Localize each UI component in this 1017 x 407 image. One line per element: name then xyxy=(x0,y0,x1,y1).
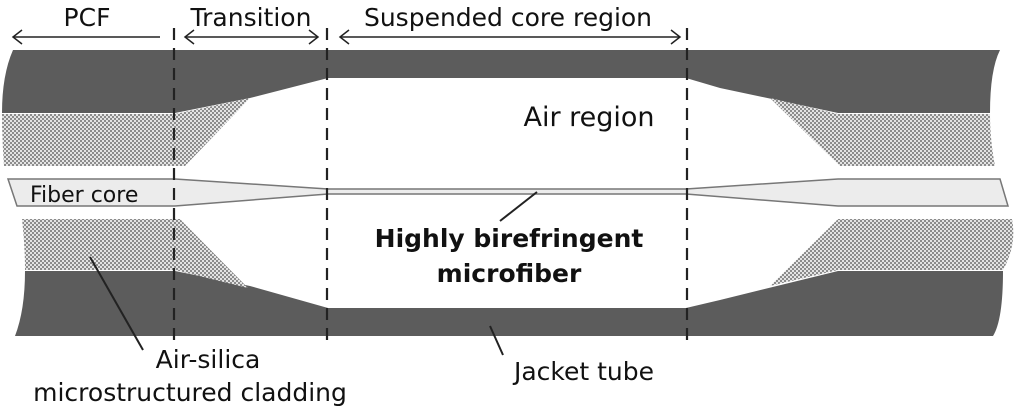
cladding-top-left xyxy=(2,98,250,166)
transition-span-arrow xyxy=(183,29,320,45)
cladding-bottom-right xyxy=(770,219,1014,286)
cladding-leader-line xyxy=(89,256,144,351)
region-label-suspended: Suspended core region xyxy=(364,3,652,32)
suspended-span-arrow xyxy=(338,29,682,45)
jacket-tube-label: Jacket tube xyxy=(512,357,654,386)
cladding-bottom-left xyxy=(22,219,248,288)
jacket-tube-bottom xyxy=(15,271,1003,336)
microfiber-leader-line xyxy=(499,191,538,222)
cladding-label-line2: microstructured cladding xyxy=(33,378,347,407)
pcf-span-arrow xyxy=(11,29,160,45)
fiber-core xyxy=(6,178,1010,207)
microfiber-label-line2: microfiber xyxy=(437,259,582,288)
region-label-pcf: PCF xyxy=(64,3,111,32)
air-region-label: Air region xyxy=(523,102,654,133)
cladding-label-line1: Air-silica xyxy=(156,345,261,374)
cladding-top-right xyxy=(770,98,995,166)
jacket-leader-line xyxy=(489,325,504,356)
region-label-transition: Transition xyxy=(190,3,312,32)
jacket-tube-top xyxy=(2,50,1000,113)
microfiber-label-line1: Highly birefringent xyxy=(375,224,644,253)
fiber-core-label: Fiber core xyxy=(30,183,138,208)
